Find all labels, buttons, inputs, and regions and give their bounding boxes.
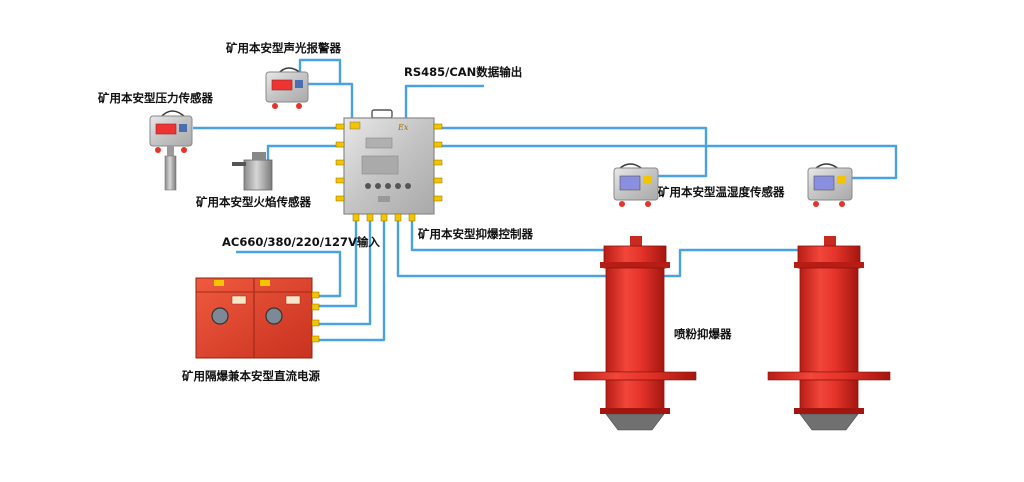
wire-th-1 [434, 126, 708, 178]
wire-ac-input [236, 250, 342, 298]
label-power: 矿用隔爆兼本安型直流电源 [182, 369, 320, 383]
label-ac-input: AC660/380/220/127V输入 [222, 235, 380, 249]
label-pressure: 矿用本安型压力传感器 [98, 91, 213, 105]
label-flame: 矿用本安型火焰传感器 [196, 195, 311, 209]
controller-glands-left [335, 123, 345, 202]
flame-sensor [232, 152, 273, 191]
pressure-sensor [149, 110, 193, 191]
wire-alarm-2 [298, 58, 342, 84]
controller-glands-bottom [352, 213, 416, 222]
wire-flame [266, 144, 344, 162]
wire-power-2 [318, 214, 372, 326]
wire-power-1 [318, 214, 386, 342]
label-temp-humidity: 矿用本安型温湿度传感器 [658, 185, 785, 199]
wire-rs485 [404, 84, 484, 118]
controller-device: Ex [335, 109, 443, 222]
wire-th-2 [434, 144, 898, 180]
label-alarm: 矿用本安型声光报警器 [226, 41, 341, 55]
wire-power-3 [318, 214, 358, 308]
label-controller: 矿用本安型抑爆控制器 [418, 227, 533, 241]
suppressor-1 [573, 236, 697, 431]
controller-glands-right [433, 123, 443, 202]
label-rs485: RS485/CAN数据输出 [404, 65, 522, 79]
wire-suppressor-2 [396, 214, 798, 278]
suppressor-2 [767, 236, 891, 431]
temp-humidity-sensor-2 [807, 163, 853, 207]
temp-humidity-sensor-1 [613, 163, 659, 207]
label-suppressor: 喷粉抑爆器 [674, 327, 732, 341]
alarm-device [265, 67, 309, 109]
wires [193, 58, 898, 342]
controller-ex-mark: Ex [397, 123, 409, 132]
wire-alarm [308, 82, 354, 118]
wire-suppressor-1 [410, 214, 604, 252]
controller-buttons [365, 183, 411, 189]
power-supply-device [195, 277, 320, 359]
